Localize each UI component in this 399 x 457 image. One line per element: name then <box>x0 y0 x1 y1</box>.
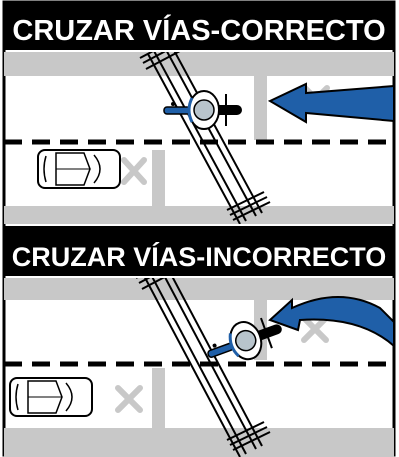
top-shoulder <box>4 52 394 76</box>
panel-incorrect: CRUZAR VÍAS-INCORRECTO <box>4 226 394 457</box>
title-correct: CRUZAR VÍAS-CORRECTO <box>12 13 385 47</box>
x-mark-icon <box>301 315 329 343</box>
stop-line-left <box>152 150 165 206</box>
car-icon <box>37 149 121 189</box>
direction-arrow-icon <box>267 82 394 124</box>
title-bar-incorrect <box>4 226 394 276</box>
railroad-track-icon <box>139 52 271 224</box>
title-bar-correct <box>4 2 394 50</box>
road-incorrect <box>4 278 394 457</box>
stop-line-right <box>254 76 267 140</box>
bottom-shoulder <box>4 428 394 457</box>
motorcycle-rider-icon <box>207 317 282 361</box>
title-incorrect: CRUZAR VÍAS-INCORRECTO <box>12 241 387 272</box>
bottom-shoulder <box>4 206 394 224</box>
direction-arrow-icon <box>268 296 394 348</box>
top-shoulder <box>4 278 394 300</box>
stop-line-left <box>152 368 165 428</box>
x-mark-icon <box>115 385 143 413</box>
road-correct <box>4 52 394 224</box>
x-mark-icon <box>121 157 147 185</box>
car-icon <box>9 377 93 417</box>
motorcycle-rider-icon <box>163 90 242 130</box>
panel-correct: CRUZAR VÍAS-CORRECTO <box>4 2 394 224</box>
